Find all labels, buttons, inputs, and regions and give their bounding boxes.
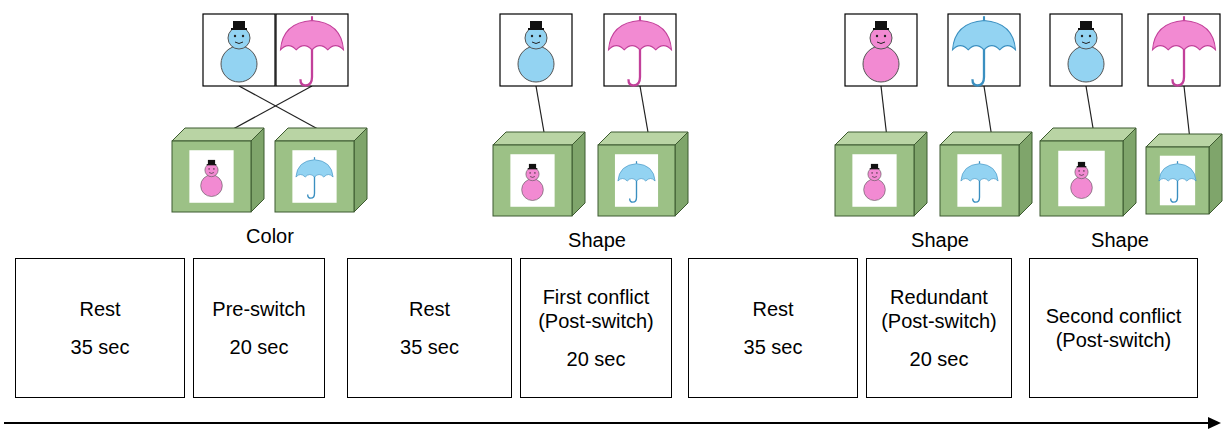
target-box xyxy=(1040,128,1136,216)
snowman-figure xyxy=(1071,162,1093,199)
stimulus-card xyxy=(276,14,348,86)
match-line xyxy=(239,86,327,134)
condition-label: Shape xyxy=(911,229,969,252)
phase-text: Rest xyxy=(409,297,450,321)
stimulus-card xyxy=(500,14,572,86)
stimulus-card xyxy=(948,14,1020,86)
umbrella-figure xyxy=(618,161,655,202)
phase-box: First conflict (Post-switch) 20 sec xyxy=(520,258,672,398)
match-line xyxy=(1184,86,1190,140)
target-box xyxy=(940,132,1032,216)
umbrella-figure xyxy=(1153,16,1216,85)
target-box xyxy=(172,128,264,212)
match-line xyxy=(536,86,545,138)
target-box xyxy=(1146,134,1222,214)
snowman-figure xyxy=(518,21,554,82)
phase-box: Rest 35 sec xyxy=(15,258,185,398)
match-line xyxy=(984,86,992,138)
umbrella-figure xyxy=(296,157,333,198)
umbrella-figure xyxy=(1159,161,1196,202)
stimulus-card xyxy=(1148,14,1220,86)
phase-text: First conflict (Post-switch) xyxy=(527,285,665,333)
umbrella-figure xyxy=(281,16,344,85)
phase-text: Redundant (Post-switch) xyxy=(873,285,1005,333)
stimulus-card xyxy=(203,14,275,86)
snowman-figure xyxy=(522,164,544,201)
target-box xyxy=(493,132,585,216)
snowman-figure xyxy=(201,160,223,197)
match-line xyxy=(224,86,312,134)
timeline-arrow xyxy=(4,422,1210,424)
snowman-figure xyxy=(864,164,886,201)
umbrella-figure xyxy=(953,16,1016,85)
condition-label: Shape xyxy=(568,229,626,252)
phase-text: 20 sec xyxy=(567,347,626,371)
stimulus-card xyxy=(845,14,917,86)
phase-box: Rest 35 sec xyxy=(347,258,512,398)
phase-text: Pre-switch xyxy=(212,297,305,321)
snowman-figure xyxy=(1068,21,1104,82)
target-box xyxy=(598,132,688,216)
stimulus-card xyxy=(604,14,676,86)
phase-text: Second conflict (Post-switch) xyxy=(1036,304,1191,352)
condition-label: Shape xyxy=(1091,229,1149,252)
phase-text: Rest xyxy=(79,297,120,321)
match-line xyxy=(1086,86,1094,134)
condition-label: Color xyxy=(246,225,294,248)
snowman-figure xyxy=(221,21,257,82)
phase-text: 35 sec xyxy=(744,335,803,359)
phase-box: Rest 35 sec xyxy=(688,258,858,398)
umbrella-figure xyxy=(961,161,998,202)
phase-text: 20 sec xyxy=(230,335,289,359)
phase-text: 35 sec xyxy=(71,335,130,359)
target-box xyxy=(275,128,367,212)
phase-box: Pre-switch 20 sec xyxy=(193,258,325,398)
snowman-figure xyxy=(863,21,899,82)
arrow-head xyxy=(1208,417,1221,429)
phase-box: Second conflict (Post-switch) xyxy=(1029,258,1198,398)
umbrella-figure xyxy=(609,16,672,85)
phase-text: 20 sec xyxy=(910,347,969,371)
match-line xyxy=(640,86,649,138)
match-line xyxy=(881,86,887,138)
phase-box: Redundant (Post-switch) 20 sec xyxy=(866,258,1012,398)
phase-text: 35 sec xyxy=(400,335,459,359)
phase-text: Rest xyxy=(752,297,793,321)
target-box xyxy=(835,132,927,216)
stimulus-card xyxy=(1050,14,1122,86)
